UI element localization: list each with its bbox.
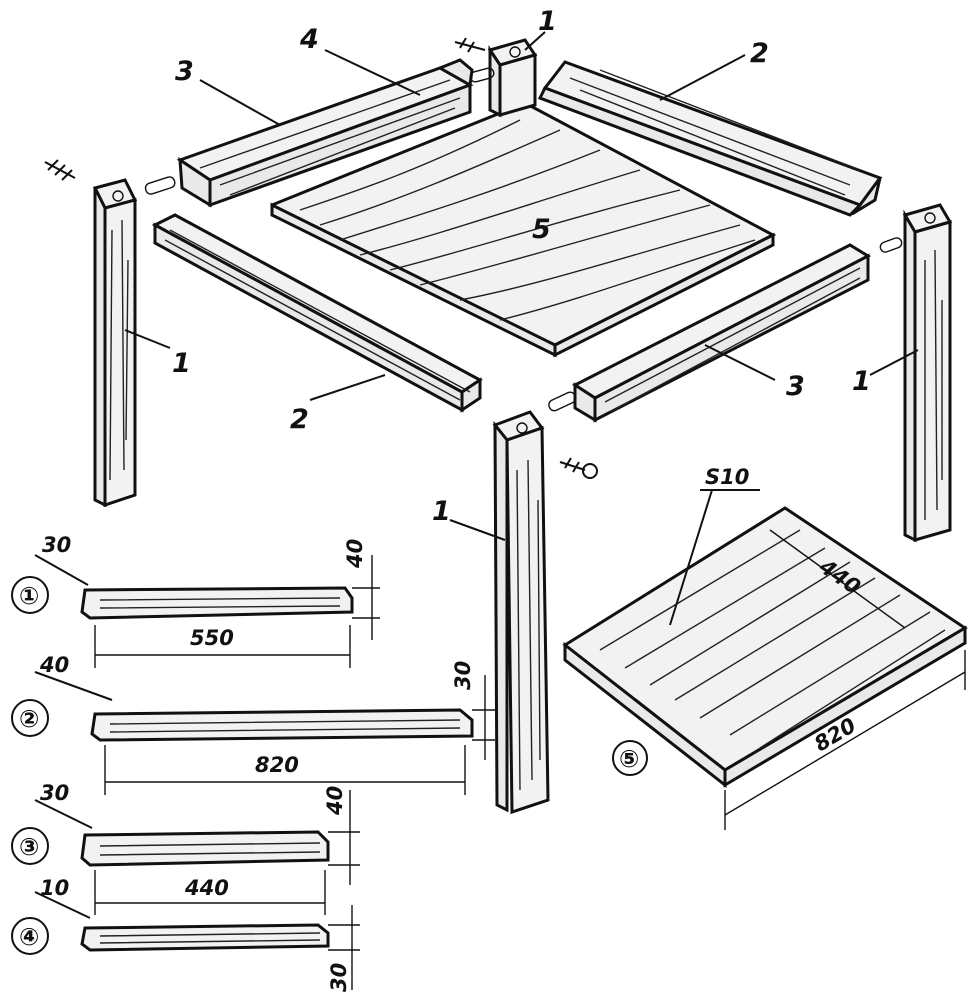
rail-3-back: [176, 66, 474, 208]
part-1-thickness: 30: [42, 533, 71, 557]
panel-thickness: S10: [705, 465, 749, 489]
rail-2-front: [151, 213, 483, 413]
part-2-drawing: ② 40 30 820: [11, 653, 495, 795]
dowels: [144, 67, 903, 412]
part-2-badge: ②: [19, 705, 39, 733]
screw-icon: [44, 37, 598, 479]
panel-5-drawing: ⑤ S10 440 820: [562, 465, 968, 830]
part-3-drawing: ③ 30 40 440: [11, 781, 360, 915]
part-4-height: 30: [327, 963, 351, 992]
panel-5-badge: ⑤: [619, 745, 639, 773]
part-1-drawing: ① 30 40 550: [11, 533, 380, 668]
leg-right: [902, 203, 953, 543]
label-leg-front: 1: [432, 496, 451, 527]
part-1-badge: ①: [19, 582, 39, 610]
leg-back: [487, 38, 538, 118]
part-3-length: 440: [184, 876, 229, 900]
part-4-drawing: ④ 10 30: [11, 876, 360, 992]
part-3-thickness: 30: [40, 781, 69, 805]
part-1-length: 550: [190, 626, 234, 650]
part-4-badge: ④: [19, 923, 39, 951]
cleat-4: [436, 58, 474, 88]
label-rail-3-front: 3: [786, 371, 805, 402]
part-1-height: 40: [343, 539, 367, 569]
label-cleat-4: 4: [299, 24, 319, 55]
tabletop-panel: [270, 101, 777, 358]
leg-left: [92, 178, 138, 508]
rail-2-back: [537, 60, 883, 217]
label-leg-right: 1: [852, 366, 871, 397]
leader-lines: [124, 31, 919, 541]
leg-front: [492, 410, 550, 815]
label-leg-back: 1: [538, 6, 557, 37]
label-leg-left: 1: [172, 348, 191, 379]
part-3-badge: ③: [19, 833, 39, 861]
label-rail-3-back: 3: [175, 56, 194, 87]
part-4-thickness: 10: [40, 876, 69, 900]
part-2-height: 30: [451, 661, 475, 690]
part-3-height: 40: [323, 786, 347, 816]
label-tabletop-5: 5: [532, 214, 551, 245]
label-rail-2-front: 2: [290, 404, 309, 435]
label-rail-2-back: 2: [750, 38, 769, 69]
part-2-length: 820: [255, 753, 299, 777]
rail-3-front: [572, 243, 872, 423]
part-2-thickness: 40: [39, 653, 69, 677]
